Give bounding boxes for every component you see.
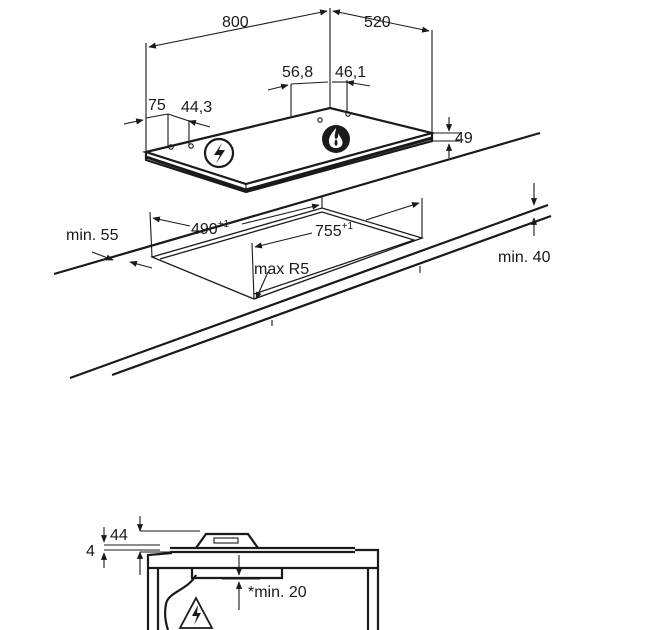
- dim-depth-520: 520: [364, 14, 391, 31]
- dim-gas-offset-left: 56,8: [282, 64, 313, 81]
- dimension-gas-offsets: 56,8 46,1: [267, 64, 371, 116]
- dimension-49: 49: [432, 117, 473, 158]
- dim-gas-offset-right: 46,1: [335, 64, 366, 81]
- dim-connector-44-3: 44,3: [181, 99, 212, 116]
- dimension-755: 755+1: [251, 198, 423, 300]
- electric-warning-icon: [203, 137, 235, 169]
- dimension-min-20: *min. 20: [222, 555, 307, 610]
- dimension-4: 4: [86, 527, 160, 568]
- dim-min-55: min. 55: [66, 227, 119, 244]
- dim-width-800: 800: [222, 14, 249, 31]
- dim-side-44: 44: [110, 527, 128, 544]
- dim-cutout-490: 490: [191, 221, 218, 238]
- dim-height-49: 49: [455, 130, 473, 147]
- dimension-800: 800: [145, 8, 331, 152]
- dim-side-75: 75: [148, 97, 166, 114]
- dim-cutout-755-tol: +1: [342, 221, 354, 232]
- dim-side-4: 4: [86, 543, 95, 560]
- corner-radius-callout: max R5: [254, 261, 309, 300]
- electric-warning-triangle-icon: [178, 596, 214, 629]
- dimension-490: 490+1: [149, 196, 323, 258]
- gas-flame-icon: [322, 125, 350, 153]
- worktop: [53, 131, 552, 380]
- dimension-44: 44: [110, 516, 200, 575]
- dim-min-40: min. 40: [498, 249, 551, 266]
- dim-max-r5: max R5: [254, 261, 309, 278]
- dim-cutout-755: 755: [315, 223, 342, 240]
- dimension-min-40: min. 40: [498, 183, 551, 266]
- connector-dots: [168, 111, 351, 150]
- svg-text:490+1: 490+1: [191, 219, 230, 238]
- dim-min-20: *min. 20: [248, 584, 307, 601]
- svg-text:755+1: 755+1: [315, 221, 354, 240]
- dimension-side-offsets: 75 44,3: [123, 97, 212, 148]
- side-view: [146, 532, 380, 630]
- dim-cutout-490-tol: +1: [218, 219, 230, 230]
- dimension-520: 520: [332, 9, 433, 133]
- dimension-min-55: min. 55: [66, 227, 153, 269]
